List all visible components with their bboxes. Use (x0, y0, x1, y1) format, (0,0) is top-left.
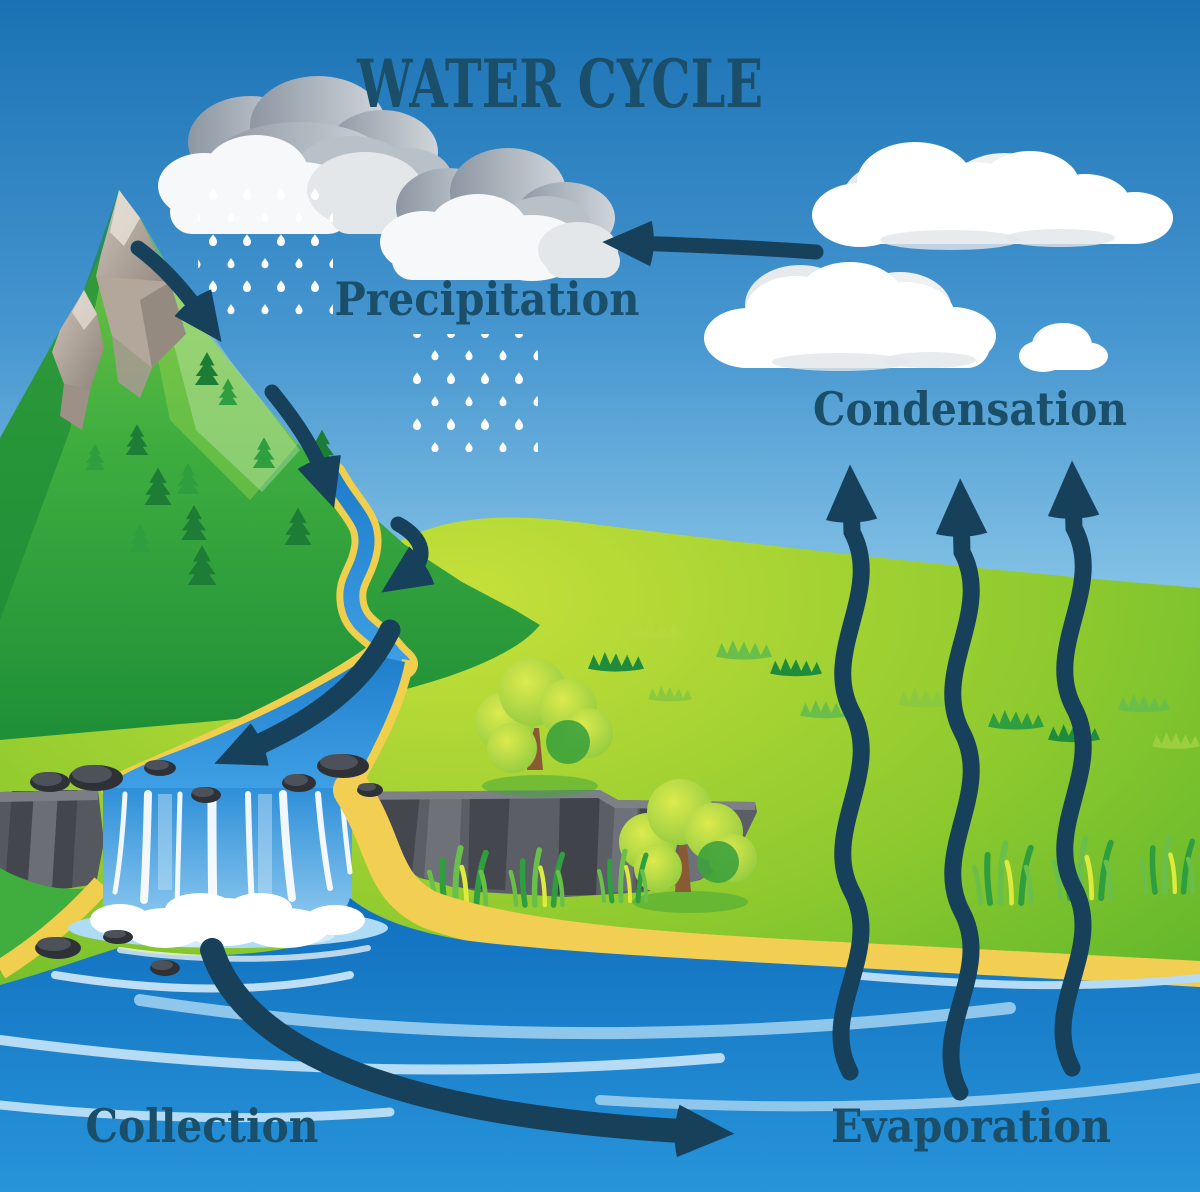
waterfall (103, 788, 353, 924)
cliff-left (0, 790, 110, 979)
evaporation-arrow-2 (951, 512, 971, 1101)
arrow-runoff-1 (130, 240, 204, 318)
condensation-cloud-small (1019, 323, 1108, 372)
stage-labels: WATER CYCLE Precipitation Condensation C… (86, 45, 1128, 1153)
arrow-collection-flow (200, 938, 700, 1132)
arrow-condensation-to-precipitation (632, 243, 824, 252)
tree-1 (475, 658, 613, 797)
arrow-runoff-2 (264, 384, 325, 480)
label-evaporation: Evaporation (831, 1099, 1111, 1153)
evaporation-arrow-3 (1063, 494, 1083, 1077)
rocks (30, 754, 383, 976)
label-collection: Collection (86, 1099, 319, 1153)
flow-arrows (130, 240, 1083, 1132)
condensation-cloud-bank-1 (812, 142, 1173, 250)
label-condensation: Condensation (813, 382, 1127, 436)
rainfall-center (406, 334, 538, 452)
waterfall-foam (68, 893, 388, 962)
page-title: WATER CYCLE (356, 45, 763, 123)
rain-cloud-center (380, 148, 620, 281)
rainfall-left (198, 182, 333, 322)
arrow-river-to-falls (242, 619, 401, 752)
evaporation-arrow-1 (841, 498, 861, 1081)
label-precipitation: Precipitation (335, 272, 640, 326)
condensation-cloud-bank-2 (704, 262, 996, 371)
tree-2 (619, 779, 757, 913)
arrow-river-bend (398, 516, 421, 576)
